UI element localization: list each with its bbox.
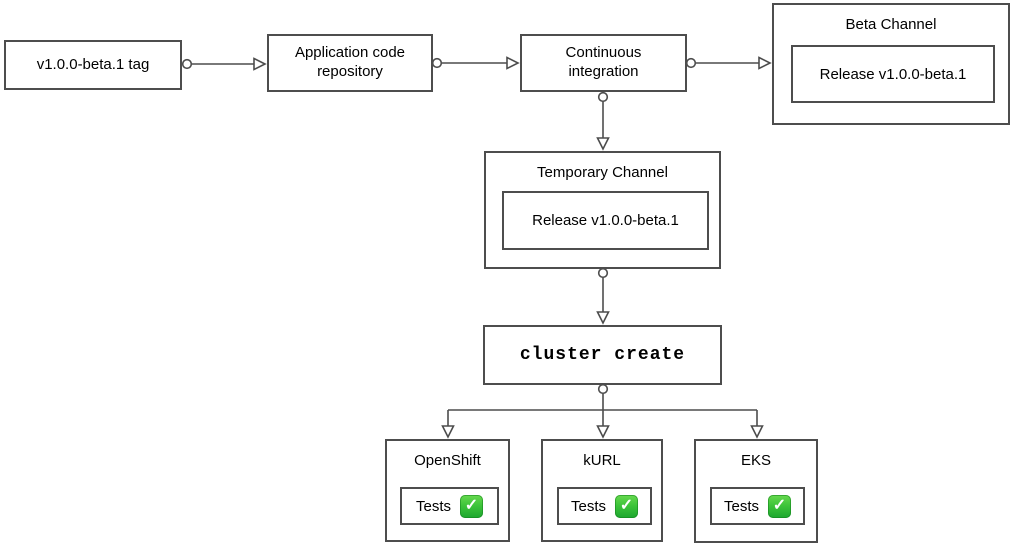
eks-title: EKS <box>740 452 771 469</box>
kurl-title: kURL <box>583 452 621 469</box>
node-cluster-create: cluster create <box>483 325 722 385</box>
node-app-code-repository-label: Application code repository <box>294 44 406 80</box>
temporary-channel-title: Temporary Channel <box>537 164 668 181</box>
arrowhead-icon <box>596 311 610 325</box>
edge-source-dot <box>431 57 443 69</box>
edge-cluster-create-branches <box>447 394 758 426</box>
node-continuous-integration-label: Continuous integration <box>565 44 642 80</box>
node-eks: EKS Tests ✓ <box>694 439 818 543</box>
node-openshift-tests: Tests ✓ <box>400 487 499 525</box>
arrowhead-icon <box>506 56 520 70</box>
arrowhead-icon <box>441 425 455 439</box>
arrowhead-icon <box>253 57 267 71</box>
edge-source-dot <box>685 57 697 69</box>
node-kurl: kURL Tests ✓ <box>541 439 663 542</box>
node-version-tag-label: v1.0.0-beta.1 tag <box>36 55 150 73</box>
tests-label: Tests <box>415 497 451 515</box>
beta-channel-title: Beta Channel <box>845 16 937 33</box>
node-temporary-release: Release v1.0.0-beta.1 <box>502 191 709 250</box>
arrowhead-icon <box>596 425 610 439</box>
node-openshift: OpenShift Tests ✓ <box>385 439 510 542</box>
node-beta-channel: Beta Channel Release v1.0.0-beta.1 <box>772 3 1010 125</box>
edge-source-dot <box>597 91 609 103</box>
node-temporary-channel: Temporary Channel Release v1.0.0-beta.1 <box>484 151 721 269</box>
node-eks-tests: Tests ✓ <box>710 487 805 525</box>
node-beta-release: Release v1.0.0-beta.1 <box>791 45 995 103</box>
node-app-code-repository: Application code repository <box>267 34 433 92</box>
check-mark-button-icon: ✓ <box>768 494 791 518</box>
edge-source-dot <box>597 383 609 395</box>
node-version-tag: v1.0.0-beta.1 tag <box>4 40 182 90</box>
check-mark-button-icon: ✓ <box>460 494 483 518</box>
beta-release-label: Release v1.0.0-beta.1 <box>819 65 967 83</box>
arrowhead-icon <box>750 425 764 439</box>
arrowhead-icon <box>596 137 610 151</box>
node-cluster-create-label: cluster create <box>519 344 686 365</box>
node-kurl-tests: Tests ✓ <box>557 487 652 525</box>
check-mark-button-icon: ✓ <box>615 494 638 518</box>
edge-source-dot <box>597 267 609 279</box>
temporary-release-label: Release v1.0.0-beta.1 <box>532 212 679 229</box>
edge-source-dot <box>181 58 193 70</box>
node-continuous-integration: Continuous integration <box>520 34 687 92</box>
arrowhead-icon <box>758 56 772 70</box>
tests-label: Tests <box>570 497 606 515</box>
openshift-title: OpenShift <box>414 452 481 469</box>
tests-label: Tests <box>723 497 759 515</box>
